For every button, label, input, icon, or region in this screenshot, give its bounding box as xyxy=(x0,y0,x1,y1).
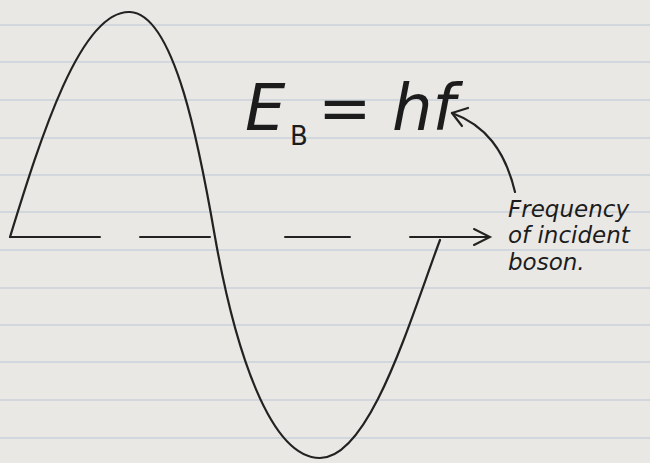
subscript-label: B xyxy=(290,122,308,152)
dashed-axis xyxy=(10,229,490,245)
equation-text: = hf xyxy=(318,72,455,146)
annotation-note: Frequency of incident boson. xyxy=(508,196,642,275)
ruled-lines xyxy=(0,25,650,438)
energy-symbol: E xyxy=(245,72,285,146)
leader-arrow xyxy=(452,108,515,192)
